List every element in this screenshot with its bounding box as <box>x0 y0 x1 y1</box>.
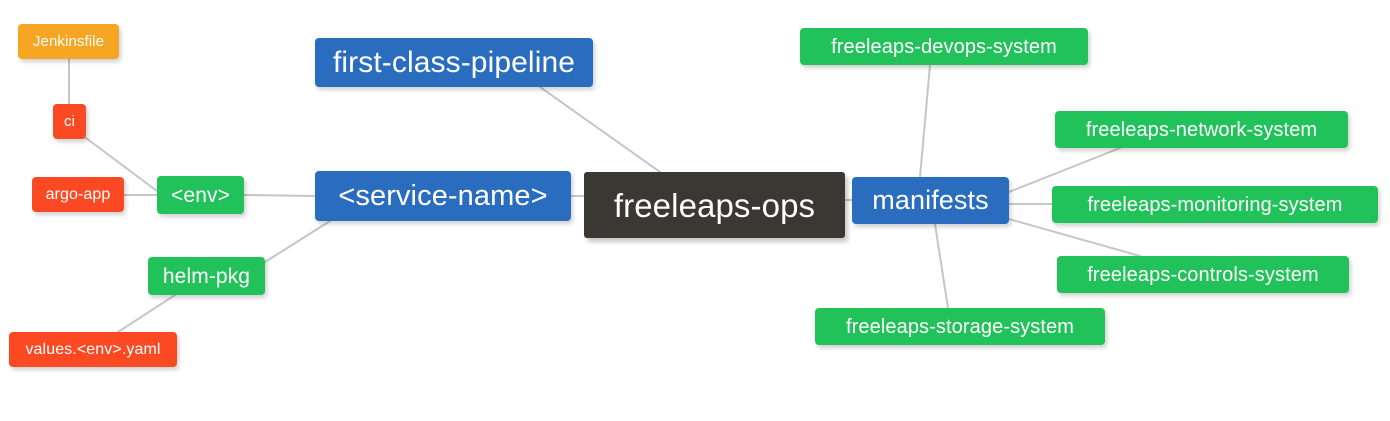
edge-first-class-pipeline-to-freeleaps-ops <box>539 86 661 173</box>
mindmap-node-service-name[interactable]: <service-name> <box>315 171 571 221</box>
edge-manifests-to-freeleaps-devops-system <box>919 64 931 178</box>
mindmap-node-freeleaps-devops-system[interactable]: freeleaps-devops-system <box>800 28 1088 65</box>
mindmap-node-values-yaml[interactable]: values.<env>.yaml <box>9 332 177 367</box>
edge-env-to-service-name <box>243 194 316 197</box>
mindmap-node-manifests[interactable]: manifests <box>852 177 1009 224</box>
mindmap-node-freeleaps-storage-system[interactable]: freeleaps-storage-system <box>815 308 1105 345</box>
edge-values-yaml-to-helm-pkg <box>117 294 176 333</box>
mindmap-node-ci[interactable]: ci <box>53 104 86 139</box>
mindmap-node-jenkinsfile[interactable]: Jenkinsfile <box>18 24 119 59</box>
mindmap-node-freeleaps-controls-system[interactable]: freeleaps-controls-system <box>1057 256 1349 293</box>
mindmap-node-freeleaps-network-system[interactable]: freeleaps-network-system <box>1055 111 1348 148</box>
mindmap-node-freeleaps-ops[interactable]: freeleaps-ops <box>584 172 845 238</box>
edge-manifests-to-freeleaps-controls-system <box>1008 218 1141 257</box>
mindmap-node-first-class-pipeline[interactable]: first-class-pipeline <box>315 38 593 87</box>
edge-helm-pkg-to-service-name <box>264 220 331 263</box>
mindmap-node-env[interactable]: <env> <box>157 176 244 214</box>
edge-manifests-to-freeleaps-storage-system <box>934 223 949 309</box>
mindmap-node-helm-pkg[interactable]: helm-pkg <box>148 257 265 295</box>
mindmap-node-argo-app[interactable]: argo-app <box>32 177 124 212</box>
mindmap-node-freeleaps-monitoring-system[interactable]: freeleaps-monitoring-system <box>1052 186 1378 223</box>
